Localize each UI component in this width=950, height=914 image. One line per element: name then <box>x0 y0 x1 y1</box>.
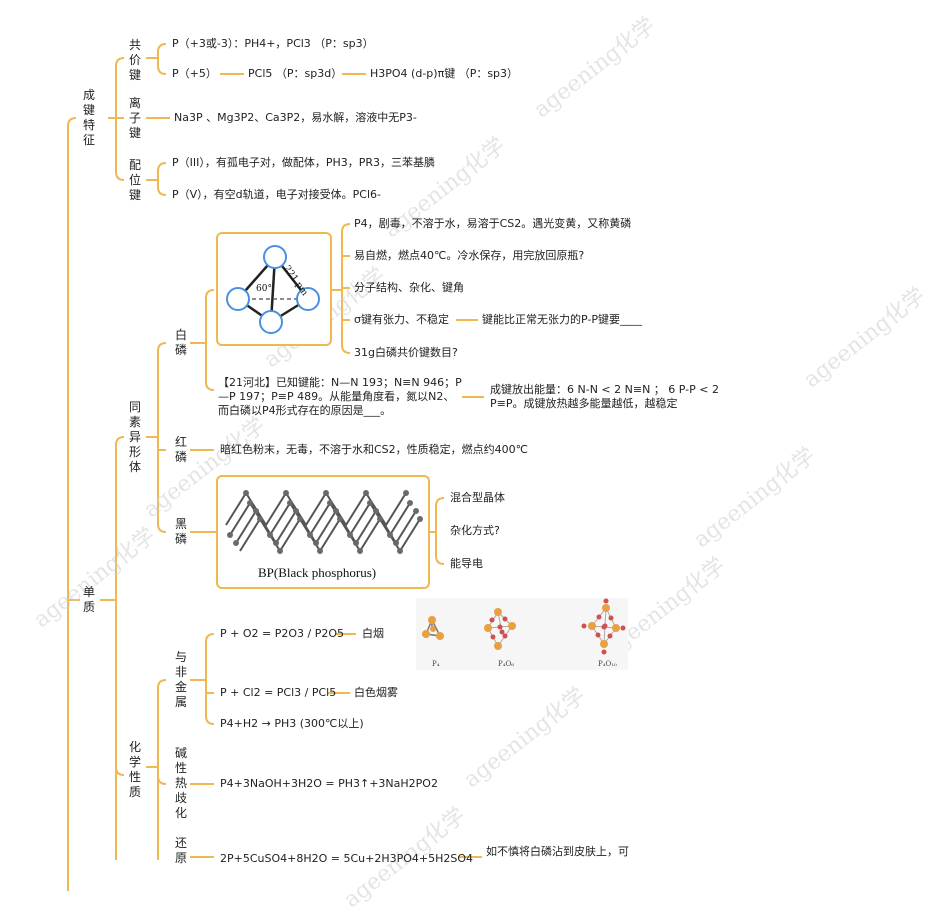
node-allotropes: 同素异形体 <box>128 400 141 474</box>
covalent-item-1: P（+3或-3）：PH4+，PCl3 （P：sp3） <box>172 37 374 50</box>
coordinate-item-2: P（V），有空d轨道，电子对接受体。PCl6- <box>172 188 381 201</box>
exam-question: 【21河北】已知键能：N—N 193；N≡N 946；P—P 197；P≡P 4… <box>218 376 462 417</box>
reaction-p4-naoh: P4+3NaOH+3H2O = PH3↑+3NaH2PO2 <box>220 777 438 790</box>
white-item-1: P4，剧毒，不溶于水，易溶于CS2。遇光变黄，又称黄磷 <box>354 217 632 230</box>
p4-tetrahedron-diagram: 60° 221 pm <box>226 245 320 334</box>
black-item-2: 杂化方式? <box>450 524 500 537</box>
label-p4o10: P₄O₁₀ <box>598 660 617 668</box>
oxide-molecule-diagrams <box>422 598 626 655</box>
reaction-p-o2: P + O2 = P2O3 / P2O5 <box>220 627 344 640</box>
reaction-p-o2-note: 白烟 <box>362 627 384 640</box>
node-with-nonmetal: 与非金属 <box>174 650 187 709</box>
node-element: 单质 <box>82 585 95 614</box>
node-covalent: 共价键 <box>128 38 141 82</box>
white-item-2: 易自燃，燃点40℃。冷水保存，用完放回原瓶? <box>354 249 585 262</box>
reaction-p4-h2: P4+H2 → PH3 (300℃以上) <box>220 717 364 730</box>
label-p4: P₄ <box>432 660 440 668</box>
reaction-p-cuso4-note: 如不慎将白磷沾到皮肤上，可 <box>486 845 629 858</box>
node-white-phosphorus: 白磷 <box>174 328 187 357</box>
black-item-3: 能导电 <box>450 557 483 570</box>
white-item-5: 31g白磷共价键数目? <box>354 346 458 359</box>
node-coordinate: 配位键 <box>128 158 141 202</box>
white-item-4-child: 键能比正常无张力的P-P键要____ <box>482 313 642 326</box>
black-phosphorus-lattice <box>225 490 423 554</box>
reaction-p-cl2-note: 白色烟雾 <box>354 686 398 699</box>
black-phosphorus-figure: BP(Black phosphorus) <box>216 475 430 589</box>
coordinate-item-1: P（III），有孤电子对，做配体，PH3，PR3，三苯基膦 <box>172 156 436 169</box>
covalent-item-2-end: H3PO4 (d-p)π键 （P：sp3） <box>370 67 519 80</box>
mind-map: ageening化学 ageening化学 ageening化学 ageenin… <box>29 13 930 913</box>
node-ionic: 离子键 <box>128 96 141 140</box>
black-phosphorus-caption: BP(Black phosphorus) <box>258 565 377 580</box>
node-red-phosphorus: 红磷 <box>174 435 187 464</box>
connector-lines <box>67 43 484 891</box>
reaction-p-cuso4: 2P+5CuSO4+8H2O = 5Cu+2H3PO4+5H2SO4 <box>220 852 474 865</box>
black-item-1: 混合型晶体 <box>450 491 505 504</box>
reaction-p-cl2: P + Cl2 = PCl3 / PCl5 <box>220 686 337 699</box>
node-chemical-properties: 化学性质 <box>128 740 141 799</box>
exam-answer: 成键放出能量：6 N-N < 2 N≡N ； 6 P-P < 2 P≡P。成键放… <box>490 383 719 410</box>
ionic-item: Na3P 、Mg3P2、Ca3P2，易水解，溶液中无P3- <box>174 111 417 124</box>
label-p4o6: P₄O₆ <box>498 660 515 668</box>
white-phosphorus-figure: 60° 221 pm <box>216 232 332 346</box>
node-reduction: 还原 <box>174 836 187 865</box>
phosphorus-oxide-structures: P₄ P₄O₆ P₄O₁₀ <box>416 598 628 670</box>
node-black-phosphorus: 黑磷 <box>174 517 187 546</box>
node-bond-features: 成键特征 <box>82 88 95 147</box>
bond-length-label: 221 pm <box>282 264 310 298</box>
white-item-4: σ键有张力、不稳定 <box>354 313 449 326</box>
covalent-item-2-mid: PCl5 （P：sp3d） <box>248 67 343 80</box>
white-item-3: 分子结构、杂化、键角 <box>354 281 464 294</box>
bond-angle-label: 60° <box>256 284 272 294</box>
covalent-item-2: P（+5） <box>172 67 217 80</box>
node-base-disproportionation: 碱性热歧化 <box>174 746 187 820</box>
red-item: 暗红色粉末，无毒，不溶于水和CS2，性质稳定，燃点约400℃ <box>220 443 529 456</box>
